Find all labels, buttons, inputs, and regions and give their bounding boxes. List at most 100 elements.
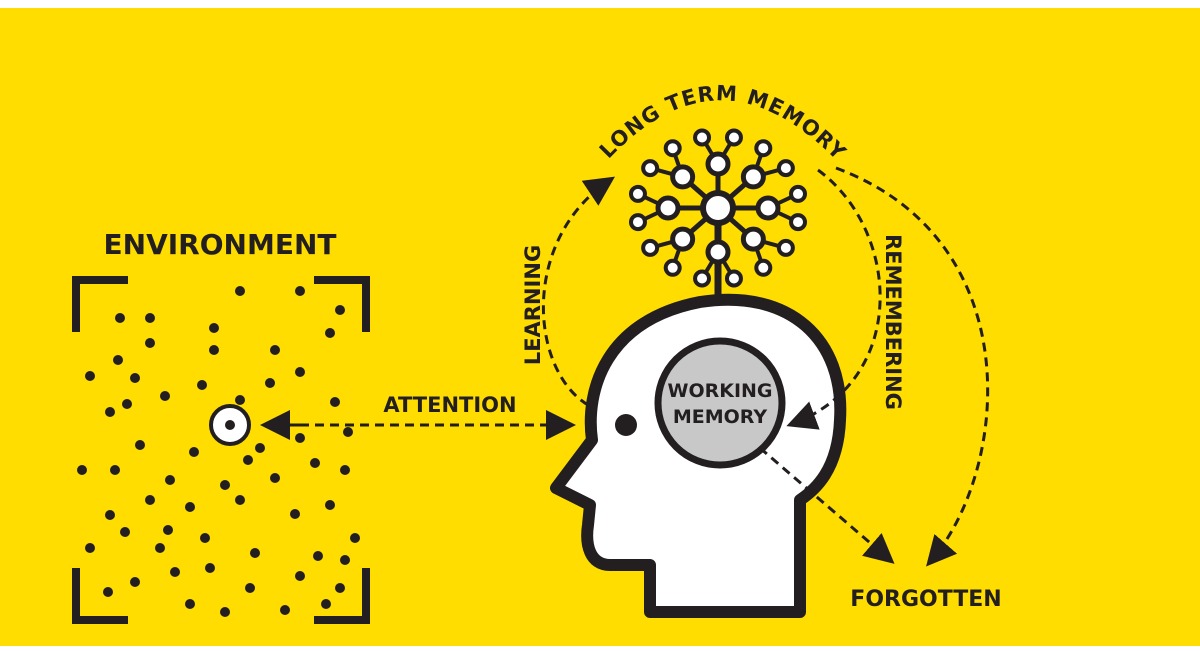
- network-node: [740, 164, 766, 190]
- network-node: [655, 195, 681, 221]
- environment-dot: [113, 355, 123, 365]
- environment-dot: [321, 599, 331, 609]
- environment-dot: [197, 380, 207, 390]
- environment-dot: [130, 373, 140, 383]
- environment-dot: [220, 607, 230, 617]
- environment-dot: [335, 305, 345, 315]
- network-leaf-node: [628, 213, 647, 232]
- environment-dot: [110, 465, 120, 475]
- environment-dot: [105, 407, 115, 417]
- forgotten-label: FORGOTTEN: [850, 587, 1001, 612]
- environment-dot: [135, 440, 145, 450]
- diagram: ENVIRONMENT ATTENTION WORKING MEMORY LON…: [0, 8, 1200, 646]
- network-node: [670, 164, 696, 190]
- environment-dot: [330, 397, 340, 407]
- environment-dot: [77, 465, 87, 475]
- environment-dot: [85, 371, 95, 381]
- environment-dot: [209, 345, 219, 355]
- working-memory-line2: MEMORY: [673, 406, 768, 428]
- network-leaf-node: [789, 213, 808, 232]
- working-memory-line1: WORKING: [667, 380, 772, 402]
- neural-network-icon: [628, 128, 808, 300]
- environment-dot: [340, 555, 350, 565]
- network-hub: [700, 190, 736, 226]
- environment-dot: [335, 583, 345, 593]
- environment-dot: [310, 458, 320, 468]
- environment-dot: [220, 480, 230, 490]
- network-leaf-node: [641, 159, 660, 178]
- attention-label: ATTENTION: [383, 393, 516, 417]
- environment-dot: [145, 338, 155, 348]
- environment-dot: [120, 527, 130, 537]
- learning-label: LEARNING: [521, 245, 545, 365]
- environment-dot: [295, 433, 305, 443]
- remembering-label: REMEMBERING: [881, 234, 905, 410]
- environment-dot: [200, 533, 210, 543]
- environment-dot: [250, 548, 260, 558]
- network-node: [705, 151, 731, 177]
- network-leaf-node: [724, 269, 743, 288]
- network-node: [740, 226, 766, 252]
- environment-dot: [295, 286, 305, 296]
- environment-dot: [325, 500, 335, 510]
- network-leaf-node: [724, 128, 743, 147]
- working-memory-circle: [654, 337, 786, 469]
- environment-dot: [115, 313, 125, 323]
- network-leaf-node: [663, 258, 682, 277]
- network-leaf-node: [693, 269, 712, 288]
- environment-dot: [85, 543, 95, 553]
- network-leaf-node: [693, 128, 712, 147]
- environment-dots-icon: [77, 286, 360, 617]
- environment-dot: [103, 587, 113, 597]
- environment-dot: [280, 605, 290, 615]
- environment-dot: [163, 525, 173, 535]
- network-leaf-node: [628, 184, 647, 203]
- network-node: [670, 226, 696, 252]
- network-leaf-node: [789, 184, 808, 203]
- environment-dot: [295, 571, 305, 581]
- network-node: [705, 239, 731, 265]
- environment-dot: [270, 473, 280, 483]
- remembering-arrow: [786, 168, 882, 430]
- environment-dot: [255, 443, 265, 453]
- environment-dot: [189, 447, 199, 457]
- forgotten-arrow-from-ltm: [835, 166, 990, 567]
- environment-dot: [235, 286, 245, 296]
- environment-dot: [170, 567, 180, 577]
- environment-dot: [295, 367, 305, 377]
- environment-dot: [350, 533, 360, 543]
- environment-dot: [243, 455, 253, 465]
- network-node: [755, 195, 781, 221]
- environment-dot: [165, 475, 175, 485]
- environment-dot: [290, 509, 300, 519]
- environment-dot: [105, 510, 115, 520]
- environment-dot: [122, 399, 132, 409]
- environment-dot: [130, 577, 140, 587]
- network-leaf-node: [754, 139, 773, 158]
- environment-dot: [245, 583, 255, 593]
- environment-dot: [205, 563, 215, 573]
- environment-label: ENVIRONMENT: [104, 228, 337, 261]
- environment-dot: [235, 395, 245, 405]
- environment-dot: [185, 502, 195, 512]
- network-leaf-node: [754, 258, 773, 277]
- environment-dot: [313, 551, 323, 561]
- environment-dot: [145, 495, 155, 505]
- environment-dot: [270, 345, 280, 355]
- environment-dot: [340, 465, 350, 475]
- focus-target-icon: [209, 404, 251, 446]
- environment-frame: [72, 276, 370, 624]
- eye: [615, 414, 637, 436]
- environment-dot: [155, 543, 165, 553]
- environment-dot: [325, 328, 335, 338]
- environment-dot: [265, 378, 275, 388]
- environment-dot: [235, 495, 245, 505]
- network-leaf-node: [663, 139, 682, 158]
- environment-dot: [160, 391, 170, 401]
- environment-dot: [145, 313, 155, 323]
- network-leaf-node: [776, 238, 795, 257]
- environment-dot: [209, 323, 219, 333]
- environment-dot: [185, 599, 195, 609]
- forgotten-arrow-from-wm: [759, 446, 895, 564]
- environment-dot: [343, 427, 353, 437]
